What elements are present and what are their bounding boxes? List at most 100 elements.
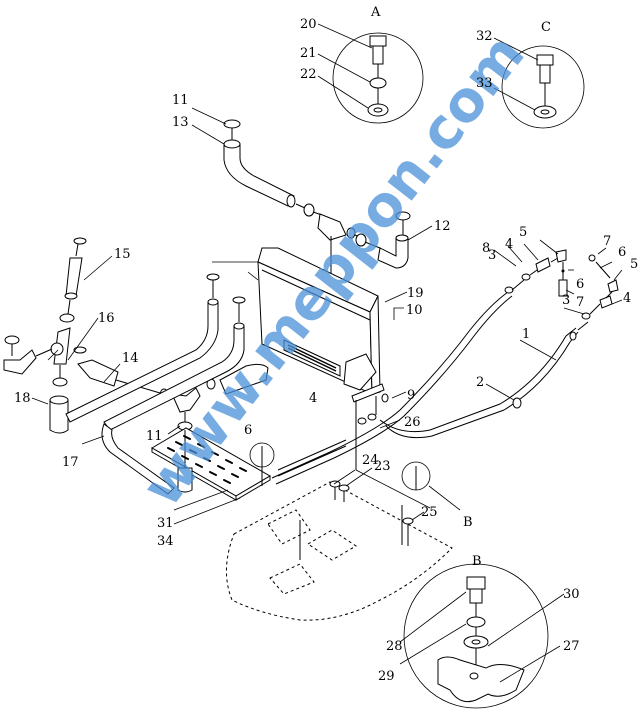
pipe-long-1 [65, 301, 219, 423]
pipe-18 [49, 399, 69, 434]
label-A: A [370, 5, 381, 20]
label-4c: 4 [309, 391, 317, 406]
label-29: 29 [378, 669, 395, 684]
label-11: 11 [172, 93, 189, 108]
label-1: 1 [522, 327, 530, 342]
label-31: 31 [157, 516, 174, 531]
label-2: 2 [476, 375, 484, 390]
clamp [357, 417, 367, 425]
bolt-32 [536, 54, 554, 66]
label-24: 24 [362, 453, 379, 468]
clamp [303, 203, 315, 217]
flat-washer-22 [367, 103, 389, 117]
label-7b: 7 [603, 234, 611, 249]
label-10: 10 [406, 303, 423, 318]
bolt-20-shank [372, 45, 384, 65]
clamp [73, 237, 87, 245]
label-C: C [541, 20, 551, 35]
label-6c: 6 [244, 423, 252, 438]
floor-plate-outline [225, 481, 453, 621]
label-17: 17 [62, 455, 79, 470]
floor-plate [225, 461, 461, 621]
left-pipes [3, 237, 269, 495]
label-4b: 4 [623, 291, 631, 306]
pipe-13-assembly [191, 107, 433, 278]
clamp [355, 233, 367, 247]
label-7a: 7 [576, 295, 584, 310]
valve-connector [317, 213, 347, 241]
clamp [367, 413, 377, 421]
label-20: 20 [300, 17, 317, 32]
fitting-5b [607, 279, 619, 293]
label-33: 33 [476, 76, 493, 91]
label-23: 23 [374, 459, 391, 474]
label-19: 19 [407, 286, 424, 301]
fitting-3b [581, 312, 591, 320]
pipe-under-grille [177, 467, 193, 493]
label-3b: 3 [562, 293, 570, 308]
bolt-25 [402, 517, 414, 525]
washer-33 [533, 105, 557, 119]
clip-9 [381, 393, 389, 403]
label-9: 9 [407, 388, 415, 403]
label-14: 14 [122, 351, 139, 366]
label-25: 25 [421, 505, 438, 520]
pipe-13 [223, 143, 295, 207]
clip-27 [437, 656, 525, 703]
tee-connector [171, 387, 201, 413]
elbow-14 [77, 359, 119, 387]
detail-view-b [399, 563, 565, 709]
elbow [3, 349, 37, 375]
label-16: 16 [98, 311, 115, 326]
watermark: www.meppon.com [130, 22, 538, 518]
mounting-foot [351, 383, 385, 403]
clamp-11 [223, 119, 241, 129]
floor-grille [151, 421, 275, 525]
fitting-3 [521, 273, 531, 281]
label-28: 28 [386, 639, 403, 654]
clamp [232, 296, 246, 304]
label-4a: 4 [505, 237, 513, 252]
heater-side [369, 295, 381, 395]
label-15: 15 [114, 247, 131, 262]
flat-washer-30 [463, 635, 489, 649]
detail-b-circle [403, 563, 549, 709]
label-B: B [463, 515, 473, 530]
clamp [73, 346, 87, 354]
detail-view-c [493, 37, 585, 129]
clip-2 [512, 397, 522, 409]
bolt-20 [369, 35, 387, 47]
right-hoses [271, 239, 623, 485]
label-18: 18 [14, 391, 31, 406]
label-5a: 5 [519, 225, 527, 240]
detail-view-a [317, 23, 424, 124]
label-B2: B [472, 554, 482, 569]
label-3a: 3 [488, 248, 496, 263]
clamp [52, 377, 68, 387]
label-12: 12 [434, 219, 451, 234]
label-34: 34 [157, 534, 174, 549]
label-32: 32 [476, 29, 493, 44]
detail-a-circle [332, 32, 424, 124]
clamp [59, 313, 75, 323]
label-11b: 11 [146, 429, 163, 444]
label-5b: 5 [630, 257, 638, 272]
fitting-4 [535, 257, 551, 273]
label-27: 27 [563, 639, 580, 654]
label-6a: 6 [576, 277, 584, 292]
hose-elbow [219, 363, 269, 395]
pipe-17 [101, 423, 175, 495]
bracket [343, 353, 377, 391]
label-26: 26 [404, 415, 421, 430]
clamp [206, 273, 220, 281]
label-13: 13 [172, 115, 189, 130]
fitting-7 [558, 279, 568, 297]
detail-c-circle [501, 45, 585, 129]
bolt-28-shank [469, 588, 483, 604]
spring-washer-29 [466, 616, 486, 628]
clamp [4, 335, 20, 345]
label-30: 30 [563, 587, 580, 602]
fitting-7b [588, 254, 596, 262]
